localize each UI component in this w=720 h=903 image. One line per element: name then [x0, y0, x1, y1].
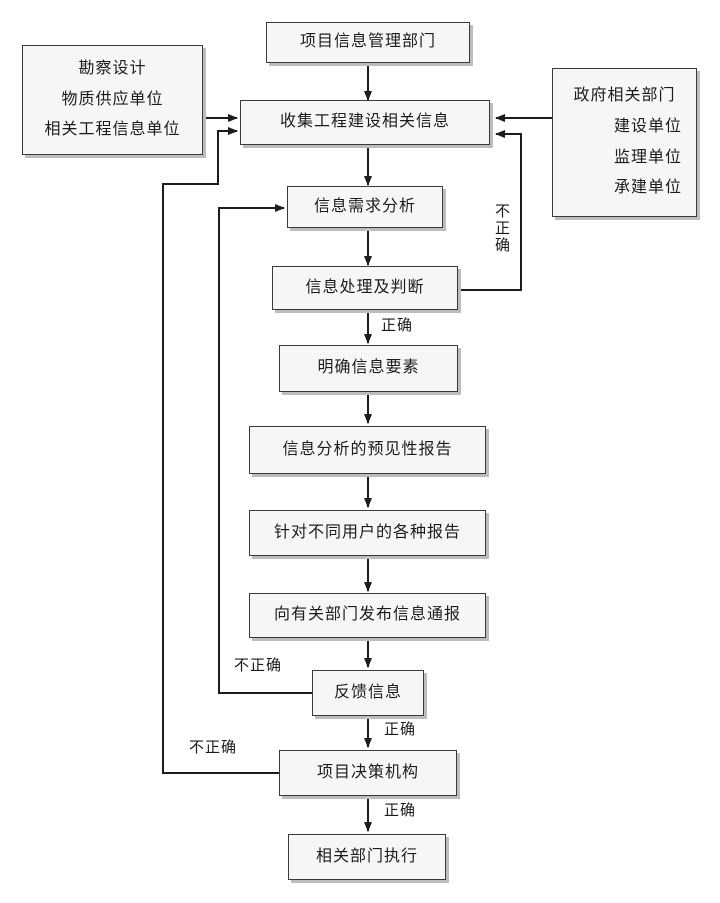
execute-dept-label: 相关部门执行: [315, 847, 418, 865]
right-sources-line-3: 监理单位: [613, 148, 682, 166]
node-right-sources[interactable]: 政府相关部门 建设单位 监理单位 承建单位: [552, 68, 697, 217]
need-analysis-label: 信息需求分析: [313, 197, 416, 215]
node-top-dept[interactable]: 项目信息管理部门: [266, 22, 470, 63]
edge-process-incorrect-to-collect: [458, 130, 522, 291]
node-clarify-elements[interactable]: 明确信息要素: [279, 345, 458, 392]
node-need-analysis[interactable]: 信息需求分析: [287, 186, 443, 228]
node-user-reports[interactable]: 针对不同用户的各种报告: [249, 510, 486, 556]
right-sources-line-2: 建设单位: [613, 117, 682, 135]
decision-body-label: 项目决策机构: [316, 763, 419, 781]
node-publish-bulletin[interactable]: 向有关部门发布信息通报: [249, 593, 486, 638]
right-sources-line-4: 承建单位: [613, 179, 682, 197]
forecast-report-label: 信息分析的预见性报告: [282, 440, 453, 458]
left-sources-line-2: 物质供应单位: [61, 90, 164, 108]
edge-label-correct-process: 正确: [381, 318, 414, 334]
node-process-judge[interactable]: 信息处理及判断: [272, 266, 458, 310]
top-dept-label: 项目信息管理部门: [299, 33, 436, 51]
edge-label-correct-decision: 正确: [384, 803, 417, 819]
node-feedback-info[interactable]: 反馈信息: [312, 670, 424, 716]
feedback-info-label: 反馈信息: [333, 683, 402, 701]
edge-label-incorrect-process: 不正确: [493, 203, 509, 254]
publish-bulletin-label: 向有关部门发布信息通报: [273, 606, 461, 624]
node-execute-dept[interactable]: 相关部门执行: [288, 834, 446, 880]
process-judge-label: 信息处理及判断: [305, 278, 425, 296]
node-left-sources[interactable]: 勘察设计 物质供应单位 相关工程信息单位: [22, 45, 203, 155]
right-sources-line-1: 政府相关部门: [573, 86, 676, 104]
node-decision-body[interactable]: 项目决策机构: [279, 750, 457, 796]
edge-label-incorrect-decision: 不正确: [189, 740, 238, 756]
left-sources-line-1: 勘察设计: [78, 59, 147, 77]
clarify-elements-label: 明确信息要素: [317, 359, 420, 377]
node-forecast-report[interactable]: 信息分析的预见性报告: [249, 426, 486, 474]
user-reports-label: 针对不同用户的各种报告: [273, 523, 461, 541]
left-sources-line-3: 相关工程信息单位: [44, 121, 181, 139]
node-collect-info[interactable]: 收集工程建设相关信息: [240, 100, 490, 145]
edge-label-incorrect-feedback: 不正确: [234, 658, 283, 674]
collect-info-label: 收集工程建设相关信息: [279, 113, 450, 131]
edge-label-correct-feedback: 正确: [384, 722, 417, 738]
